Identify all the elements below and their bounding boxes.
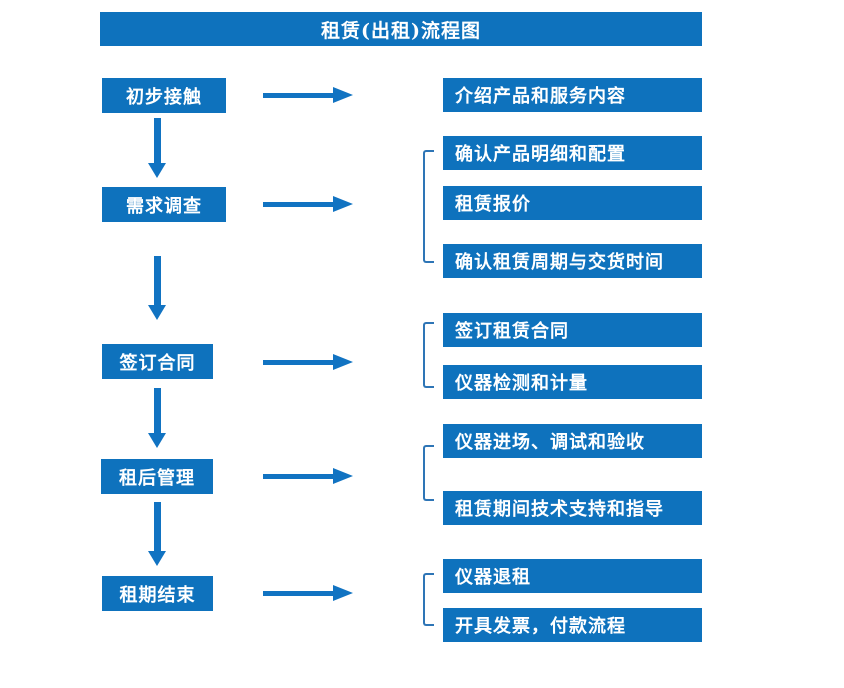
- step-box-sign-contract: 签订合同: [102, 344, 213, 379]
- arrow-down-icon: [148, 502, 166, 566]
- arrow-right-icon: [263, 87, 353, 103]
- step-box-post-rental-management: 租后管理: [101, 459, 213, 494]
- arrow-down-icon: [148, 388, 166, 448]
- arrow-right-icon: [263, 354, 353, 370]
- output-box: 开具发票，付款流程: [443, 608, 702, 642]
- output-box: 仪器退租: [443, 559, 702, 593]
- output-box: 签订租赁合同: [443, 313, 702, 347]
- bracket: [423, 573, 434, 626]
- output-box: 仪器检测和计量: [443, 365, 702, 399]
- output-box: 仪器进场、调试和验收: [443, 424, 702, 458]
- bracket: [423, 150, 434, 263]
- arrow-right-icon: [263, 196, 353, 212]
- page-title: 租赁(出租)流程图: [321, 19, 481, 42]
- arrow-down-icon: [148, 118, 166, 178]
- output-box: 确认产品明细和配置: [443, 136, 702, 170]
- bracket: [423, 445, 434, 501]
- arrow-right-icon: [263, 468, 353, 484]
- arrow-right-icon: [263, 585, 353, 601]
- output-box: 介绍产品和服务内容: [443, 78, 702, 112]
- output-box: 租赁报价: [443, 186, 702, 220]
- bracket: [423, 322, 434, 388]
- step-box-rental-end: 租期结束: [102, 576, 213, 611]
- output-box: 确认租赁周期与交货时间: [443, 244, 702, 278]
- step-box-demand-survey: 需求调查: [102, 187, 226, 222]
- arrow-down-icon: [148, 256, 166, 320]
- output-box: 租赁期间技术支持和指导: [443, 491, 702, 525]
- title-bar: 租赁(出租)流程图: [100, 12, 702, 46]
- step-box-initial-contact: 初步接触: [102, 78, 226, 113]
